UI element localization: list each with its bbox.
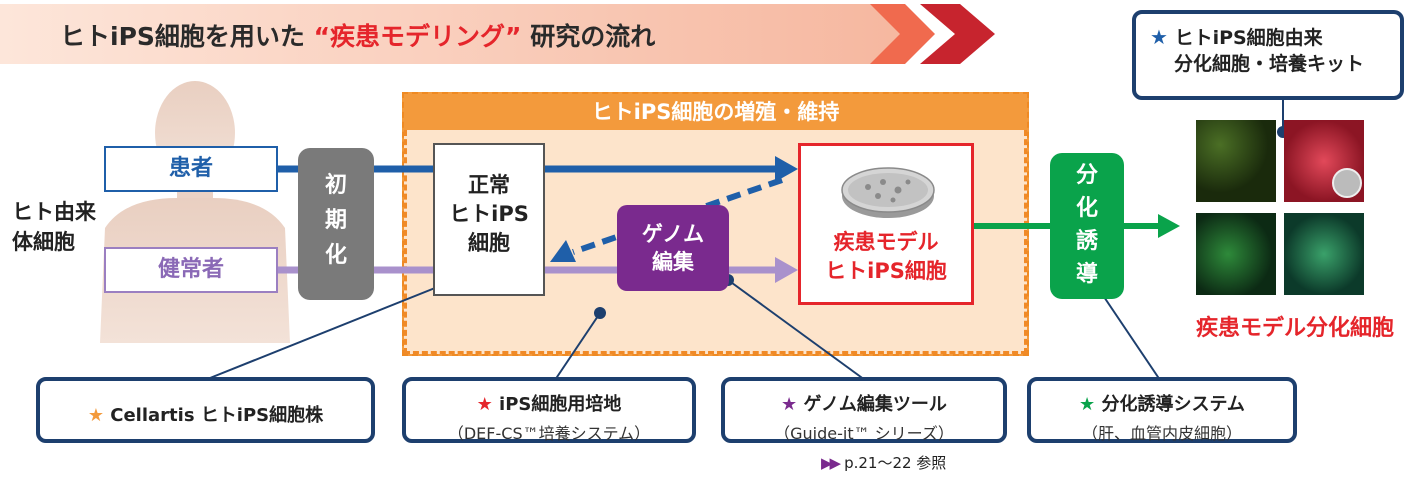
differentiation-induction-box: 分 化 誘 導 <box>1050 153 1124 299</box>
callout-differentiation: ★ 分化誘導システム （肝、血管内皮細胞） <box>1027 377 1297 443</box>
cell-image-3 <box>1196 213 1276 295</box>
reprogramming-box: 初 期 化 <box>298 148 374 300</box>
patient-box: 患者 <box>104 146 278 192</box>
star-icon: ★ <box>1079 394 1096 415</box>
differentiated-cell-caption: 疾患モデル分化細胞 <box>1195 316 1394 341</box>
cell-inset <box>1332 168 1362 198</box>
human-somatic-cell-label: ヒト由来 体細胞 <box>12 200 96 254</box>
banner-title: ヒトiPS細胞を用いた “疾患モデリング” 研究の流れ <box>60 22 656 51</box>
star-icon: ★ <box>87 405 104 426</box>
callout-medium: ★ iPS細胞用培地 （DEF-CS™培養システム） <box>402 377 696 443</box>
callout-genome: ★ ゲノム編集ツール （Guide-it™ シリーズ） <box>721 377 1007 443</box>
star-icon: ★ <box>1150 25 1168 49</box>
kit-callout: ★ ヒトiPS細胞由来 分化細胞・培養キット <box>1132 10 1404 100</box>
cell-image-1 <box>1196 120 1276 202</box>
cell-image-2 <box>1284 120 1364 202</box>
star-icon: ★ <box>476 394 493 415</box>
banner-chevron-1 <box>870 4 935 64</box>
callout-cellartis: ★ Cellartis ヒトiPS細胞株 <box>36 377 375 443</box>
normal-ips-cell-box: 正常 ヒトiPS 細胞 <box>433 143 545 296</box>
genome-editing-box: ゲノム 編集 <box>617 205 729 291</box>
page-reference: ▶▶p.21～22 参照 <box>821 454 947 472</box>
star-icon: ★ <box>781 394 798 415</box>
disease-model-box <box>798 143 974 305</box>
double-arrow-icon: ▶▶ <box>821 454 841 472</box>
banner-chevron-2 <box>920 4 995 64</box>
culture-title: ヒトiPS細胞の増殖・維持 <box>591 100 840 124</box>
header-banner <box>0 4 995 64</box>
disease-model-label: 疾患モデル ヒトiPS細胞 <box>825 230 947 283</box>
healthy-box: 健常者 <box>104 247 278 293</box>
petri-dish-icon <box>841 167 935 218</box>
cell-image-4 <box>1284 213 1364 295</box>
